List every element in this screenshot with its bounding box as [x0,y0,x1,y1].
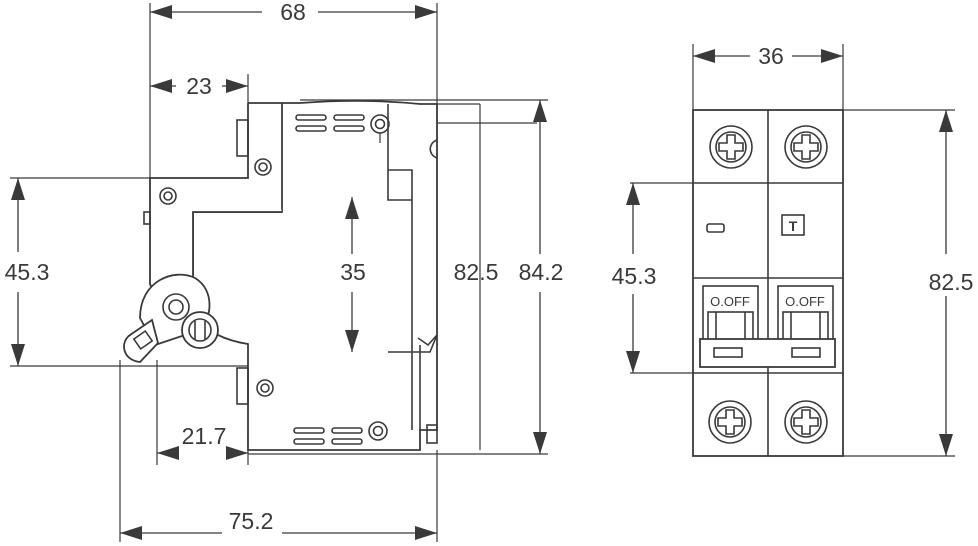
screw-mid-icon [159,187,177,205]
terminal-screw-icon [784,400,828,444]
dim-body-height-front: 82.5 [929,269,974,295]
side-vents [293,114,365,445]
toggle-lever [123,318,159,363]
front-dimension-lines [626,49,953,456]
dim-overall-width: 68 [280,0,306,25]
toggle-mechanism [123,211,219,363]
status-indicator [706,223,725,233]
dim-total-height: 84.2 [519,259,564,285]
adjust-screw-icon [181,311,219,349]
test-button-label: T [789,218,798,234]
side-view: 68 23 45.3 35 82.5 84.2 21.7 75.2 [5,0,564,542]
din-rail-slot [387,104,438,430]
pivot-icon [162,293,190,321]
front-view-extension-lines [630,44,955,457]
dim-toggle-height-side: 45.3 [5,259,50,285]
dim-bottom-offset: 21.7 [182,423,227,449]
front-view: T O.OFF O.OFF [612,43,974,457]
terminal-screw-icon [784,125,828,169]
screw-bottom-icon [256,379,274,397]
screw-top-icon [254,158,272,176]
pole2-status-label: O.OFF [785,294,825,309]
upper-notch [429,139,438,159]
dim-front-width: 36 [758,43,784,69]
latch-notch [426,424,438,444]
rail-latch [417,334,438,430]
breaker-side-body [192,99,438,451]
terminal-screw-icon [709,125,753,169]
side-dimension-lines [11,5,547,540]
test-button [781,214,805,236]
bottom-clip [236,367,249,405]
dim-body-height-side: 82.5 [454,259,499,285]
dim-toggle-height-front: 45.3 [612,263,657,289]
front-top-screws [709,125,828,169]
terminal-screw-icon [708,400,752,444]
toggle-handle-bar [699,338,836,368]
dim-pivot-offset: 23 [186,73,212,99]
dim-rail-height: 35 [340,259,366,285]
dim-total-depth: 75.2 [229,508,274,534]
top-clip [236,119,249,157]
terminal-bottom-icon [368,421,388,441]
front-bottom-screws [708,400,828,444]
side-view-extension-lines [10,3,548,542]
pole1-status-label: O.OFF [710,294,750,309]
side-screws [159,114,390,441]
